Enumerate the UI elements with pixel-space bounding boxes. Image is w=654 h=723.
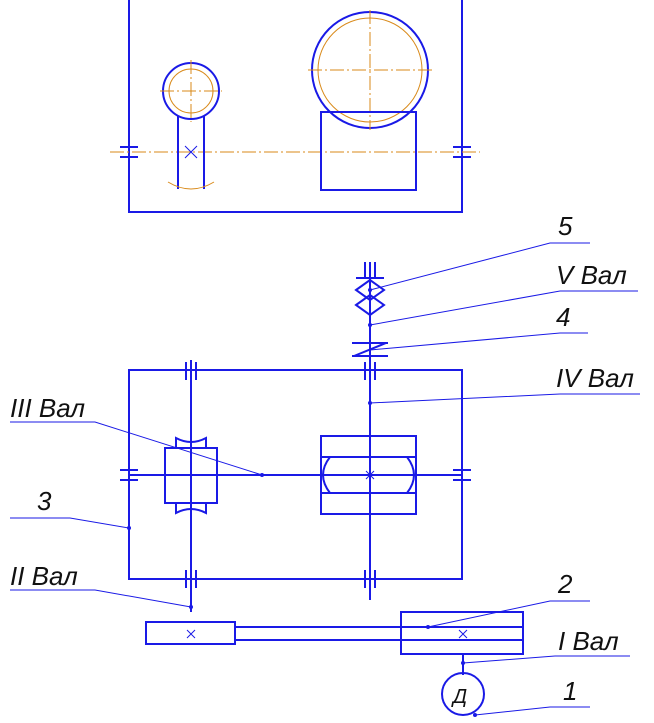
worm-gear-III [164, 436, 218, 515]
label-3: 3 [37, 486, 52, 516]
label-shaft-IV: IV Вал [556, 363, 634, 393]
label-shaft-III: III Вал [10, 393, 85, 423]
coupling-5 [354, 262, 386, 317]
bearing-bottom-right [364, 570, 376, 588]
label-1: 1 [563, 676, 577, 706]
label-shaft-II: II Вал [10, 561, 78, 591]
housing-outline-top [128, 0, 463, 213]
belt-drive-2 [145, 611, 524, 655]
bearing-left-top [120, 146, 138, 158]
bearing-top-right [364, 362, 376, 380]
large-gear-top [308, 10, 432, 191]
label-2: 2 [557, 569, 573, 599]
leader-lines [10, 242, 640, 717]
gearbox-top-view [110, 0, 480, 213]
bearing-right-top [453, 146, 471, 158]
label-4: 4 [556, 302, 570, 332]
bearing-top-left [185, 362, 197, 380]
bearing-bottom-left [185, 570, 197, 588]
label-5: 5 [558, 211, 573, 241]
kinematic-scheme [120, 262, 524, 716]
motor-1 [441, 672, 485, 716]
small-gear-top [160, 60, 222, 190]
motor-label: Д [451, 686, 467, 708]
bearing-side-left [120, 469, 138, 481]
bearing-side-right [453, 469, 471, 481]
worm-wheel-IV [320, 435, 417, 515]
label-shaft-V: V Вал [556, 260, 627, 290]
label-shaft-I: I Вал [558, 626, 619, 656]
